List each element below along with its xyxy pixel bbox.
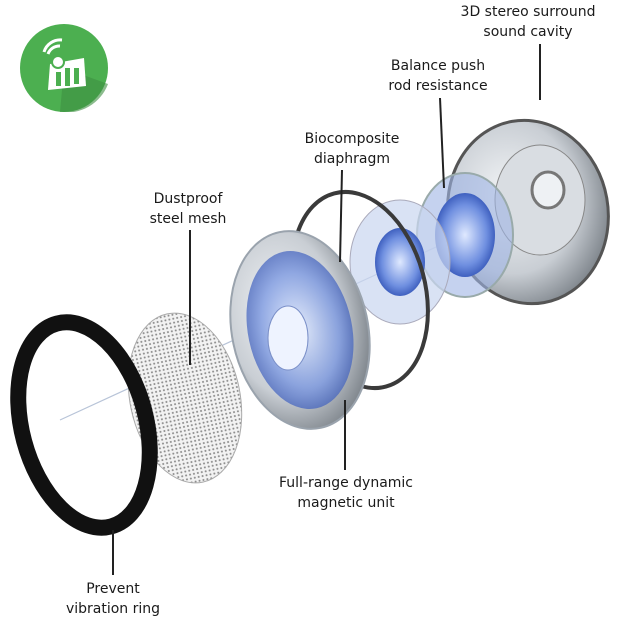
label-push-rod: Balance push rod resistance [388,56,487,96]
label-line: rod resistance [388,78,488,94]
label-magnetic-unit: Full-range dynamic magnetic unit [279,473,413,513]
label-line: diaphragm [314,151,390,167]
pointer-lines [112,44,541,575]
label-line: Prevent [86,581,140,597]
label-line: vibration ring [65,601,161,617]
label-line: Full-range dynamic [279,475,413,491]
brand-logo-icon [20,24,108,112]
label-vibration-ring: Prevent vibration ring [66,579,160,619]
label-steel-mesh: Dustproof steel mesh [150,189,227,229]
label-line: Balance push [390,58,486,74]
label-line: steel mesh [149,211,227,227]
label-line: 3D stereo surround [460,4,596,20]
label-line: Dustproof [153,191,223,207]
vibration-ring [10,314,158,536]
magnetic-unit [229,230,371,430]
label-line: magnetic unit [297,495,395,511]
label-line: sound cavity [483,24,573,40]
label-line: Biocomposite [304,131,400,147]
push-rod-assembly [349,172,514,325]
label-diaphragm: Biocomposite diaphragm [305,129,400,169]
label-sound-cavity: 3D stereo surround sound cavity [461,2,596,42]
